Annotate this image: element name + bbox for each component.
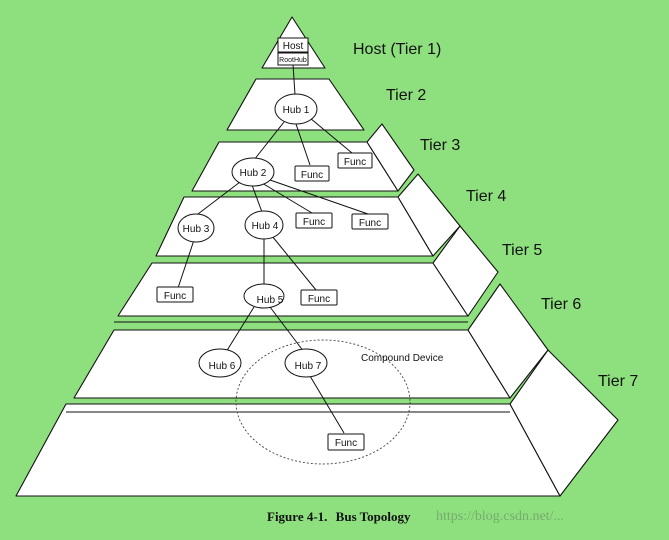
link-hub3-func [177, 239, 195, 289]
tier-6-side [467, 283, 549, 399]
tier-4-label: Tier 4 [466, 188, 506, 205]
tier-4-block [155, 173, 461, 257]
hub-4-node [244, 210, 284, 240]
hub-3-label: Hub 3 [183, 224, 210, 235]
hub-1-node [274, 93, 318, 125]
func-tier3-a-box [294, 165, 330, 182]
func-tier4-a-label: Func [303, 217, 325, 228]
hub-6-label: Hub 6 [209, 361, 236, 372]
roothub-label: RootHub [279, 57, 307, 64]
tier-3-side [366, 123, 415, 192]
hub-6-node [198, 348, 242, 378]
compound-device-label: Compound Device [361, 353, 444, 364]
tier-7-label: Tier 7 [598, 373, 638, 390]
tier-6-label: Tier 6 [541, 296, 581, 313]
link-hub2-hub4 [251, 184, 263, 213]
func-tier7-label: Func [335, 438, 357, 449]
figure-caption: Figure 4-1. Bus Topology [267, 509, 411, 524]
link-hub7-func [309, 375, 345, 434]
link-hub5-hub6 [225, 306, 255, 353]
watermark-text: https://blog.csdn.net/... [436, 509, 564, 524]
tier-7-block [15, 349, 619, 497]
link-hub5-hub7 [269, 306, 305, 353]
connections [177, 63, 369, 434]
func-tier4-b-box [351, 213, 389, 230]
tier-3-label: Tier 3 [420, 137, 460, 154]
host-label: Host [283, 41, 304, 52]
hub-1-label: Hub 1 [283, 105, 310, 116]
func-tier5-b-label: Func [308, 294, 330, 305]
hub-7-label: Hub 7 [295, 361, 322, 372]
host-box [277, 37, 309, 53]
roothub-box [277, 52, 309, 66]
func-tier4-a-box [295, 212, 333, 229]
tier-7-side [509, 349, 619, 497]
tier-7-front [15, 403, 561, 497]
hub-7-node [284, 348, 328, 378]
link-hub2-func [261, 182, 313, 214]
func-tier3-a-label: Func [301, 170, 323, 181]
hub-2-node [231, 157, 275, 187]
func-tier7-box [327, 433, 365, 451]
link-hub1-hub2 [253, 121, 285, 161]
func-tier5-b-box [300, 289, 338, 306]
func-tier5-a-label: Func [164, 291, 186, 302]
func-tier3-b-label: Func [344, 157, 366, 168]
tier-2-label: Tier 2 [386, 87, 426, 104]
link-hub4-func [271, 235, 317, 291]
link-hub2-hub3 [197, 181, 241, 215]
hub-2-label: Hub 2 [240, 168, 267, 179]
tier-5-block [117, 225, 499, 317]
compound-device-outline [235, 339, 411, 465]
link-hub1-func2 [309, 117, 353, 154]
func-tier5-a-box [156, 286, 194, 303]
tier-5-label: Tier 5 [502, 242, 542, 259]
tier-5-side [432, 225, 499, 317]
hub-4-label: Hub 4 [252, 221, 279, 232]
figure-number: Figure 4-1. [267, 509, 327, 524]
link-hub2-func2 [269, 179, 369, 215]
func-tier3-b-box [337, 152, 373, 169]
tier-1-label: Host (Tier 1) [353, 41, 441, 58]
tier-4-side [397, 173, 461, 257]
figure-title: Bus Topology [336, 509, 411, 524]
hub-5-label: Hub 5 [257, 295, 284, 306]
link-roothub-hub1 [292, 63, 296, 96]
hub-3-node [177, 213, 215, 243]
hub-5-node [243, 283, 285, 309]
func-tier4-b-label: Func [359, 218, 381, 229]
link-hub1-func [295, 123, 311, 166]
